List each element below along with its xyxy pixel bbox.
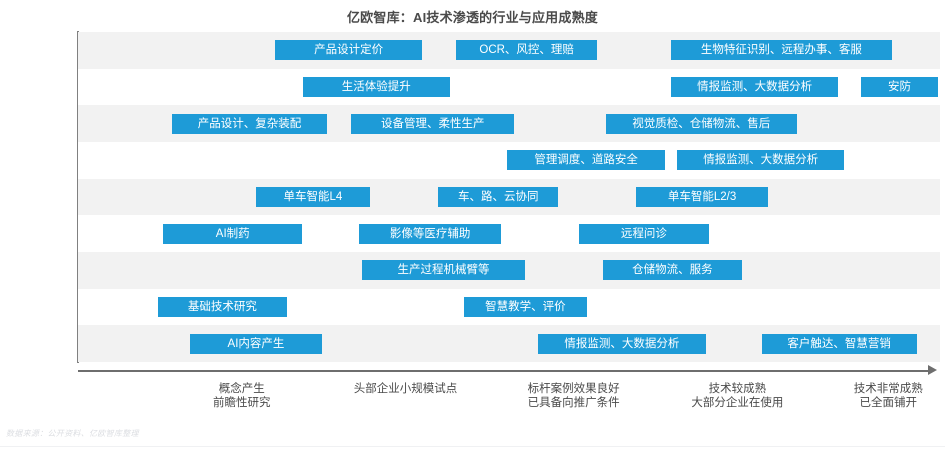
stage-label-line: 技术非常成熟 bbox=[853, 383, 923, 395]
maturity-bar[interactable]: 单车智能L2/3 bbox=[635, 187, 769, 207]
maturity-bar[interactable]: 视觉质检、仓储物流、售后 bbox=[605, 113, 797, 134]
maturity-bar[interactable]: 安防 bbox=[860, 77, 939, 97]
maturity-bar[interactable]: 情报监测、大数据分析 bbox=[677, 150, 845, 171]
stage-label-1: 概念产生前瞻性研究 bbox=[162, 382, 322, 410]
y-axis-line bbox=[77, 31, 79, 363]
maturity-bar[interactable]: AI制药 bbox=[163, 223, 303, 244]
x-axis-arrow-icon bbox=[928, 365, 937, 375]
maturity-bar[interactable]: 单车智能L4 bbox=[255, 187, 371, 207]
stage-label-2: 头部企业小规模试点 bbox=[326, 382, 486, 396]
maturity-bar[interactable]: 远程问诊 bbox=[578, 223, 709, 244]
stage-label-line: 已全面铺开 bbox=[859, 397, 918, 409]
source-note: 数据来源：公开资料、亿欧智库整理 bbox=[6, 429, 139, 438]
maturity-bar[interactable]: 管理调度、道路安全 bbox=[507, 150, 665, 171]
maturity-bar[interactable]: 仓储物流、服务 bbox=[602, 260, 742, 281]
maturity-bar[interactable]: 基础技术研究 bbox=[158, 297, 287, 317]
maturity-bar[interactable]: 智慧教学、评价 bbox=[464, 297, 587, 317]
maturity-bar[interactable]: 影像等医疗辅助 bbox=[359, 223, 502, 244]
stage-label-line: 头部企业小规模试点 bbox=[353, 383, 458, 395]
maturity-bar[interactable]: 车、路、云协同 bbox=[438, 187, 559, 207]
stage-label-line: 大部分企业在使用 bbox=[691, 397, 784, 409]
maturity-bar[interactable]: 生物特征识别、远程办事、客服 bbox=[671, 40, 892, 61]
stage-label-line: 概念产生 bbox=[218, 383, 265, 395]
maturity-bar[interactable]: 产品设计定价 bbox=[275, 40, 422, 61]
maturity-bar[interactable]: 设备管理、柔性生产 bbox=[351, 113, 515, 134]
maturity-bar[interactable]: AI内容产生 bbox=[190, 333, 322, 354]
maturity-bar[interactable]: 情报监测、大数据分析 bbox=[671, 77, 839, 97]
stage-label-4: 技术较成熟大部分企业在使用 bbox=[657, 382, 817, 410]
stage-label-line: 前瞻性研究 bbox=[213, 397, 271, 409]
stage-label-line: 技术较成熟 bbox=[708, 383, 767, 395]
maturity-bar[interactable]: 情报监测、大数据分析 bbox=[538, 333, 706, 354]
maturity-bar[interactable]: 客户触达、智慧营销 bbox=[761, 333, 917, 354]
maturity-bar[interactable]: 生产过程机械臂等 bbox=[361, 260, 526, 281]
page-title: 亿欧智库：AI技术渗透的行业与应用成熟度 bbox=[346, 10, 598, 25]
maturity-bar[interactable]: OCR、风控、理赔 bbox=[456, 40, 597, 61]
stage-label-3: 标杆案例效果良好已具备向推广条件 bbox=[494, 382, 654, 410]
stage-label-line: 标杆案例效果良好 bbox=[527, 383, 620, 395]
maturity-bar[interactable]: 产品设计、复杂装配 bbox=[171, 113, 328, 134]
x-axis-line bbox=[78, 370, 930, 372]
stage-label-5: 技术非常成熟已全面铺开 bbox=[808, 382, 945, 410]
stage-label-line: 已具备向推广条件 bbox=[527, 397, 620, 409]
maturity-bar[interactable]: 生活体验提升 bbox=[302, 77, 450, 97]
footer-divider bbox=[0, 446, 945, 447]
